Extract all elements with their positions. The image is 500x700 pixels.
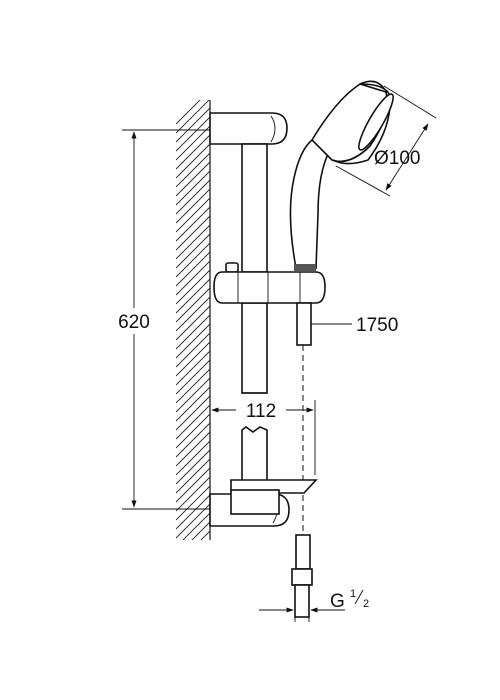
head-diameter-dimension: Ø100 xyxy=(335,85,437,197)
hatch-line xyxy=(176,143,210,179)
hose-length-label: 1750 xyxy=(356,315,398,336)
hatch-line xyxy=(176,458,210,494)
rail-length-label: 620 xyxy=(118,312,150,333)
hatch-line xyxy=(176,116,210,152)
hatch-line xyxy=(176,233,210,269)
hatch-line xyxy=(176,179,210,215)
hatch-line xyxy=(176,134,210,170)
hatch-line xyxy=(176,260,210,296)
hatch-line xyxy=(176,296,210,332)
hand-shower xyxy=(289,80,394,271)
rail-lower xyxy=(241,302,268,394)
hose-nut-knurl xyxy=(293,571,310,583)
hatch-line xyxy=(176,404,210,440)
hatch-line xyxy=(176,107,210,143)
thread-type-label: G xyxy=(330,591,345,612)
hatch-line xyxy=(176,413,210,449)
hatch-line xyxy=(176,359,210,395)
hatch-line xyxy=(209,539,210,540)
hatch-line xyxy=(176,170,210,206)
wall xyxy=(176,100,211,592)
wall-offset-dimension: 112 xyxy=(211,398,316,475)
hatch-line xyxy=(176,269,210,305)
hatch-line xyxy=(176,287,210,323)
hose-length-callout: 1750 xyxy=(311,315,398,336)
hatch-line xyxy=(176,431,210,467)
hatch-line xyxy=(176,377,210,413)
hatch-line xyxy=(176,386,210,422)
hatch-line xyxy=(176,206,210,242)
rail-upper xyxy=(241,143,268,273)
hatch-line xyxy=(176,305,210,341)
hose xyxy=(291,302,313,618)
hatch-line xyxy=(176,100,210,134)
hatch-line xyxy=(176,485,210,521)
hatch-line xyxy=(176,161,210,197)
hatch-line xyxy=(176,332,210,368)
hatch-line xyxy=(191,521,210,540)
hatch-line xyxy=(176,152,210,188)
thread-fraction-denominator: 2 xyxy=(363,598,369,610)
hatch-line xyxy=(176,341,210,377)
hatch-line xyxy=(176,558,210,592)
hatch-line xyxy=(176,395,210,431)
wall-offset-label: 112 xyxy=(246,401,276,422)
hatch-line xyxy=(182,512,210,540)
lower-wall-bracket xyxy=(209,479,318,527)
head-diameter-label: Ø100 xyxy=(374,148,420,169)
hatch-line xyxy=(176,440,210,476)
hatch-line xyxy=(200,530,210,540)
connection-thread-dimension: G 1 2 xyxy=(259,588,369,622)
hatch-line xyxy=(176,323,210,359)
hatch-line xyxy=(176,368,210,404)
hatch-line xyxy=(176,422,210,458)
hatch-line xyxy=(176,449,210,485)
hatch-line xyxy=(176,125,210,161)
thread-fraction-numerator: 1 xyxy=(350,588,356,600)
hatch-line xyxy=(176,549,210,583)
upper-wall-bracket xyxy=(209,112,288,145)
slider-holder xyxy=(213,262,326,304)
hatch-line xyxy=(176,215,210,251)
hatch-line xyxy=(176,278,210,314)
hatch-line xyxy=(176,197,210,233)
hatch-line xyxy=(176,224,210,260)
hatch-line xyxy=(176,242,210,278)
hatch-line xyxy=(176,188,210,224)
wall-hatching xyxy=(176,100,210,592)
hatch-line xyxy=(176,100,201,125)
hatch-line xyxy=(176,503,210,539)
hatch-line xyxy=(176,251,210,287)
hatch-line xyxy=(176,314,210,350)
hatch-line xyxy=(176,350,210,386)
rail-length-dimension: 620 xyxy=(110,129,215,510)
hatch-line xyxy=(176,467,210,503)
hatch-line xyxy=(176,494,210,530)
hatch-line xyxy=(176,476,210,512)
